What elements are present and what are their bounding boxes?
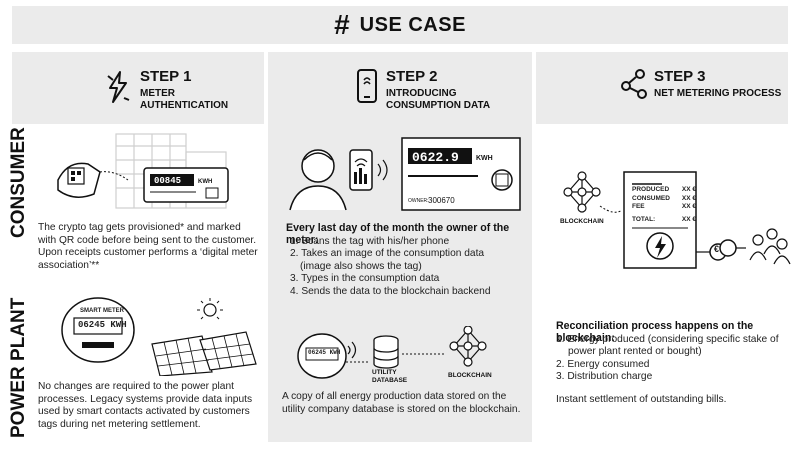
- owner-id: 300670: [428, 196, 455, 205]
- step-3-number: STEP 3: [654, 68, 706, 85]
- power-step1-illustration: [60, 296, 260, 381]
- step-1-number: STEP 1: [140, 68, 192, 85]
- consumer-step2-illustration: 0622.9 KWH OWNER: 300670: [282, 136, 522, 217]
- power-step3-list: 1. Energy produced (considering specific…: [556, 334, 792, 384]
- smart-meter-title: SMART METER: [80, 308, 124, 314]
- list-item: 2. Takes an image of the consumption dat…: [290, 248, 485, 260]
- consumer-step1-text: The crypto tag gets provisioned* and mar…: [38, 222, 258, 271]
- meter-unit: KWH: [198, 179, 212, 185]
- title-bar: # USE CASE: [12, 6, 788, 44]
- meter-reading: 00845: [154, 176, 181, 186]
- list-item: 2. Energy consumed: [556, 358, 650, 370]
- list-item: 3. Distribution charge: [556, 371, 653, 383]
- smart-meter-reading: 06245 KWH: [78, 320, 127, 330]
- list-item: 1. Scans the tag with his/her phone: [290, 236, 450, 247]
- consumer-step3-illustration: [552, 170, 792, 285]
- step-3-header: STEP 3 NET METERING PROCESS: [536, 52, 788, 124]
- consumer-step2-list: 1. Scans the tag with his/her phone 2. T…: [290, 236, 530, 298]
- blockchain-label-step2: BLOCKCHAIN: [448, 372, 492, 379]
- phone-icon: [356, 68, 378, 104]
- power-step2-meter-reading: 06245 KWH: [308, 349, 341, 356]
- row-label-consumer: CONSUMER: [8, 127, 29, 238]
- list-item: 1. Energy produced (considering specific…: [556, 334, 779, 345]
- power-step2-text: A copy of all energy production data sto…: [282, 391, 521, 415]
- consumer-step2-heading: Every last day of the month the owner of…: [286, 222, 510, 246]
- power-step1-text: No changes are required to the power pla…: [38, 381, 253, 430]
- row-label-power-plant: POWER PLANT: [8, 297, 29, 438]
- list-item: 4. Sends the data to the blockchain back…: [290, 285, 491, 297]
- meter-unit-large: KWH: [476, 155, 493, 162]
- page-title: USE CASE: [359, 13, 466, 36]
- step-3-desc: NET METERING PROCESS: [654, 88, 782, 99]
- consumer-step1-illustration: 00845 KWH: [56, 132, 256, 217]
- list-item: (image also shows the tag): [300, 260, 422, 272]
- power-step3-footer: Instant settlement of outstanding bills.: [556, 394, 727, 405]
- step-2-number: STEP 2: [386, 68, 438, 85]
- coin-symbol: €: [714, 244, 720, 254]
- owner-label: OWNER:: [408, 198, 429, 204]
- power-step2-illustration: [296, 325, 506, 387]
- lightning-plug-icon: [104, 70, 132, 104]
- list-item: 3. Types in the consumption data: [290, 273, 440, 285]
- list-item: power plant rented or bought): [568, 346, 702, 358]
- hash-icon: #: [334, 9, 350, 40]
- blockchain-label-step3: BLOCKCHAIN: [560, 218, 604, 225]
- meter-reading-large: 0622.9: [412, 150, 459, 165]
- power-step3-heading: Reconciliation process happens on the bl…: [556, 320, 754, 344]
- network-nodes-icon: [618, 68, 650, 100]
